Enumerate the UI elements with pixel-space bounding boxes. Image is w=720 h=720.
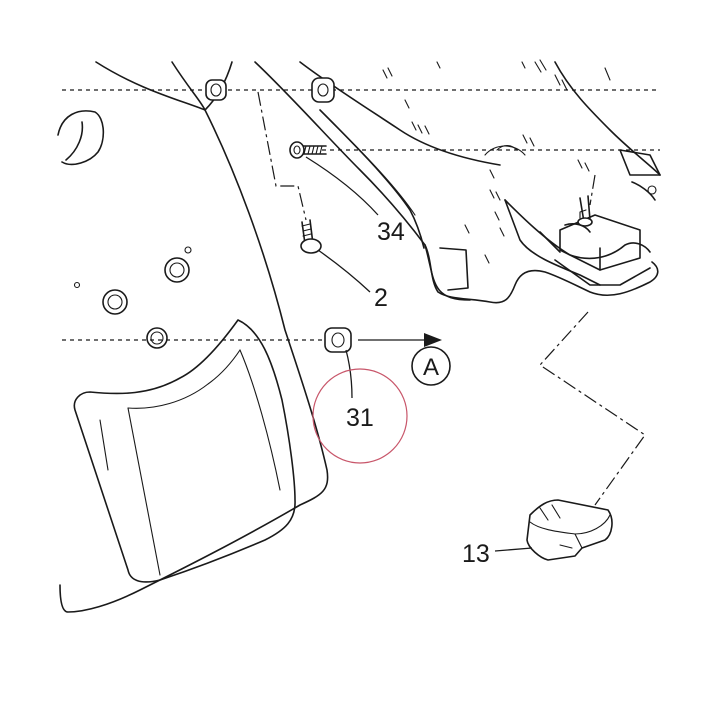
highlight-circle [312, 368, 408, 464]
panel-hole-3 [146, 327, 168, 349]
grommet-top-right [311, 77, 335, 103]
bracket-slots [382, 59, 611, 264]
view-marker-a: A [411, 346, 451, 386]
view-a-arrow [358, 333, 442, 347]
leader-lines [305, 156, 533, 552]
callout-2: 2 [374, 284, 388, 312]
screw-34 [289, 141, 327, 159]
screw-2 [300, 219, 322, 254]
view-marker-letter: A [423, 354, 439, 381]
callout-13: 13 [462, 540, 490, 568]
grommet-top-left [205, 79, 227, 101]
reference-lines [62, 89, 660, 506]
callout-34: 34 [377, 218, 405, 246]
spacer-31 [324, 327, 352, 353]
panel-hole-1 [164, 257, 190, 283]
side-panel [57, 61, 329, 613]
clip-13 [526, 499, 613, 561]
panel-hole-2 [102, 289, 128, 315]
callout-31: 31 [346, 404, 374, 432]
